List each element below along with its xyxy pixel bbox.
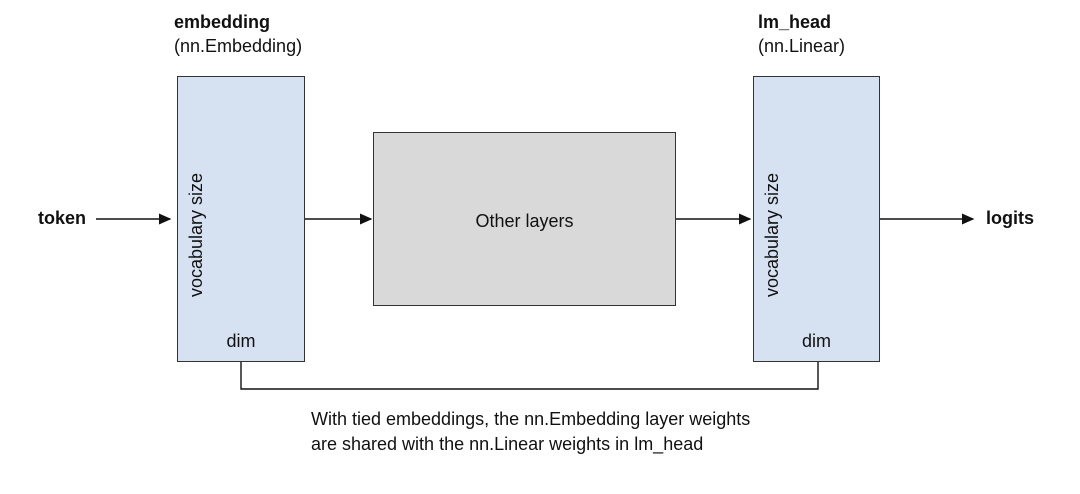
embedding-name: embedding	[174, 12, 271, 32]
input-token-label: token	[38, 208, 87, 228]
tied-embeddings-note: With tied embeddings, the nn.Embedding l…	[311, 409, 751, 454]
tied-weights-connector	[240, 362, 819, 390]
lm-head-vocabulary-size-label: vocabulary size	[762, 172, 782, 297]
embedding-title-block: embedding (nn.Embedding)	[174, 10, 302, 58]
embedding-matrix-box: vocabulary size dim	[177, 76, 305, 362]
lm-head-title-block: lm_head (nn.Linear)	[758, 10, 845, 58]
lm-head-name: lm_head	[758, 12, 832, 32]
other-layers-label: Other layers	[475, 211, 574, 231]
embedding-type: (nn.Embedding)	[174, 36, 303, 56]
lm-head-dim-label: dim	[801, 331, 831, 351]
lm-head-matrix-box: vocabulary size dim	[753, 76, 880, 362]
lm-head-type: (nn.Linear)	[758, 36, 846, 56]
other-layers-box: Other layers	[373, 132, 676, 306]
embedding-dim-label: dim	[226, 331, 256, 351]
embedding-vocabulary-size-label: vocabulary size	[186, 172, 206, 297]
output-logits-label: logits	[986, 208, 1034, 228]
